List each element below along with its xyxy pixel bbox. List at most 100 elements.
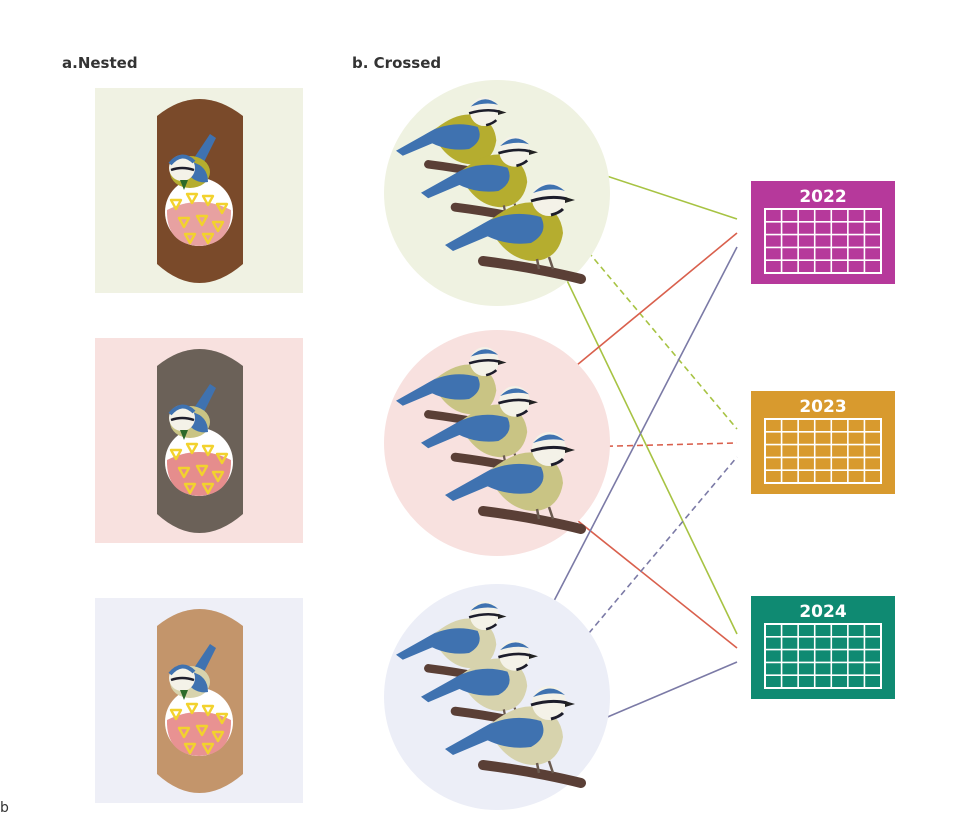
chick-beak — [201, 444, 215, 457]
bird-eye-stripe — [498, 652, 532, 659]
group-3-to-year-1-link — [524, 246, 738, 658]
branch — [478, 506, 586, 534]
chick-beak — [177, 726, 191, 739]
bird-beak — [565, 701, 575, 707]
chick-beak — [195, 724, 209, 737]
parent-bird-beak — [180, 430, 188, 440]
bird — [421, 640, 548, 732]
chick-beak — [201, 742, 215, 755]
stray-mark: b — [0, 800, 9, 814]
bird-cap — [533, 688, 565, 697]
bird — [445, 686, 586, 788]
bird-cap — [500, 388, 529, 396]
bird-wing — [448, 668, 510, 696]
chick-beak — [183, 742, 197, 755]
chicks — [166, 202, 232, 246]
chick-beak — [201, 232, 215, 245]
bird-eye-stripe — [498, 398, 532, 405]
bird-beak — [498, 109, 507, 115]
bird-beak — [498, 613, 507, 619]
chick-beak — [211, 220, 225, 233]
bird-cap — [500, 642, 529, 650]
branch — [478, 760, 586, 788]
chick-beak — [211, 730, 225, 743]
calendar-grid — [764, 623, 882, 689]
bird-beak — [529, 399, 538, 405]
bird-group-3 — [384, 584, 610, 810]
chick-beak — [183, 232, 197, 245]
bird-collar — [550, 711, 565, 721]
bird-collar — [516, 409, 529, 418]
bird-wing — [421, 628, 480, 654]
bird-cap — [470, 603, 498, 611]
calendar-year-label: 2023 — [799, 397, 846, 417]
bird-beak — [498, 359, 507, 365]
nested-row-3 — [95, 598, 303, 803]
nested-row-2 — [95, 338, 303, 543]
parent-bird-beak — [180, 180, 188, 190]
chick-beak — [169, 708, 183, 721]
panel-b-label: b. Crossed — [352, 54, 441, 72]
bird — [396, 347, 516, 434]
parent-bird-eye-stripe — [170, 676, 195, 682]
chick-beak — [177, 466, 191, 479]
bird-cap — [500, 138, 529, 146]
chick-beak — [215, 202, 229, 215]
calendar-grid — [764, 208, 882, 274]
parent-bird — [168, 644, 216, 700]
calendar-year-label: 2022 — [799, 187, 846, 207]
nested-panel — [95, 88, 303, 803]
chick-beak — [169, 448, 183, 461]
parent-bird-cap — [168, 154, 196, 166]
parent-bird-tail — [194, 384, 216, 412]
parent-bird-tail — [194, 644, 216, 672]
calendar-background — [751, 391, 895, 494]
bird-beak — [565, 197, 575, 203]
parent-bird-beak — [180, 690, 188, 700]
bird-collar — [550, 207, 565, 217]
bird-wing — [475, 717, 544, 748]
bird-eye-stripe — [468, 358, 501, 365]
chick-beak — [215, 712, 229, 725]
bird — [445, 182, 586, 284]
panel-a-label: a.Nested — [62, 54, 138, 72]
chick-beak — [169, 198, 183, 211]
bird-legs — [535, 256, 555, 270]
parent-bird — [168, 384, 216, 440]
bird-cap — [470, 349, 498, 357]
parent-bird-cap — [168, 664, 196, 676]
group-1-to-year-3-link — [548, 242, 738, 635]
parent-bird-cap — [168, 404, 196, 416]
bird-collar — [550, 457, 565, 467]
bird-eye-stripe — [530, 445, 568, 453]
bird-beak — [529, 149, 538, 155]
bird-eye-stripe — [530, 195, 568, 203]
bird-legs — [535, 760, 555, 774]
chick-beak — [201, 194, 215, 207]
nested-row-1 — [95, 88, 303, 293]
chick-beak — [201, 704, 215, 717]
chick-beak — [177, 216, 191, 229]
calendar-2022: 2022 — [751, 181, 895, 284]
bird-collar — [485, 119, 498, 127]
calendar-year-label: 2024 — [799, 602, 846, 622]
chick-beak — [201, 482, 215, 495]
calendar-2024: 2024 — [751, 596, 895, 699]
bird — [396, 601, 516, 688]
bird — [445, 432, 586, 534]
bird — [421, 386, 548, 478]
bird-collar — [516, 159, 529, 168]
bird-cap — [533, 434, 565, 443]
chick-beak — [183, 482, 197, 495]
bird-wing — [475, 213, 544, 244]
calendar-grid — [764, 418, 882, 484]
chick-beak — [195, 464, 209, 477]
calendar-2023: 2023 — [751, 391, 895, 494]
chick-beak — [211, 470, 225, 483]
calendar-background — [751, 181, 895, 284]
parent-bird-eye-stripe — [170, 416, 195, 422]
bird-collar — [516, 663, 529, 672]
bird-wing — [448, 414, 510, 442]
calendar-panel: 2022 2023 2024 — [751, 181, 895, 699]
